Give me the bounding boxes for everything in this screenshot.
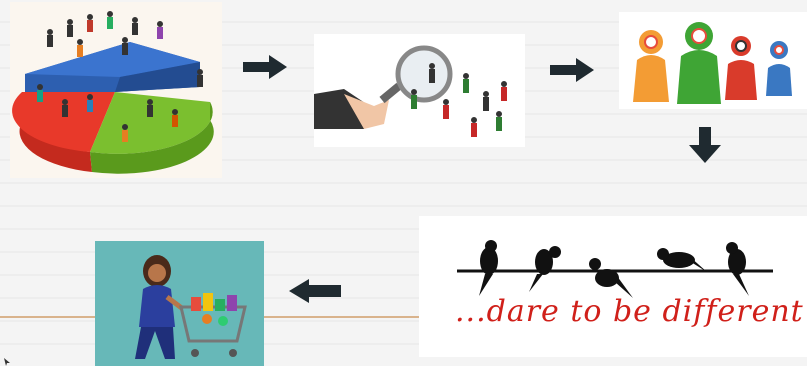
mouse-cursor-icon xyxy=(4,358,10,366)
arrow-left-icon xyxy=(289,279,341,303)
arrow-right-icon xyxy=(243,55,287,79)
caption-text: ...dare to be different xyxy=(455,294,785,329)
arrow-right-icon xyxy=(550,58,594,82)
segmented-pie-image xyxy=(10,2,222,178)
arrow-down-icon xyxy=(689,127,721,163)
shopper-image xyxy=(95,241,264,366)
birds-on-wire-image: ...dare to be different xyxy=(419,216,807,357)
magnifier-people-image xyxy=(314,34,525,147)
targeted-figures-image xyxy=(619,12,807,109)
